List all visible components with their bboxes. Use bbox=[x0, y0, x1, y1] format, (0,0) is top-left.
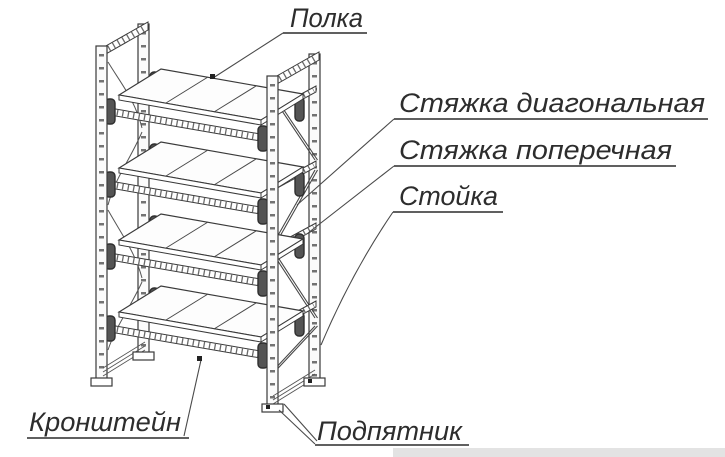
post-back-right bbox=[308, 53, 321, 385]
rack-drawing bbox=[90, 21, 326, 413]
label-shelf: Полка bbox=[290, 3, 363, 33]
label-cross-tie: Стяжка поперечная bbox=[399, 135, 672, 165]
label-diagonal-tie: Стяжка диагональная bbox=[399, 88, 705, 118]
bracket-beam-1 bbox=[103, 98, 269, 152]
callout-post: Стойка bbox=[320, 181, 503, 346]
scan-artifact-band bbox=[393, 448, 725, 457]
callouts: Полка Стяжка диагональная Стяжка попереч… bbox=[27, 3, 708, 446]
label-bracket: Кронштейн bbox=[29, 407, 181, 437]
callout-diagonal-tie: Стяжка диагональная bbox=[296, 88, 708, 206]
diagonal-braces-right bbox=[271, 95, 318, 373]
label-foot-plate: Подпятник bbox=[317, 416, 463, 446]
foot-plates bbox=[90, 351, 326, 413]
label-post: Стойка bbox=[399, 181, 498, 211]
callout-foot-plate: Подпятник bbox=[278, 403, 469, 446]
post-front-right bbox=[266, 75, 279, 411]
callout-cross-tie: Стяжка поперечная bbox=[307, 135, 676, 234]
callout-bracket: Кронштейн bbox=[27, 356, 202, 439]
post-front-left bbox=[95, 45, 108, 381]
callout-shelf: Полка bbox=[210, 3, 367, 79]
shelf-3 bbox=[117, 213, 305, 271]
